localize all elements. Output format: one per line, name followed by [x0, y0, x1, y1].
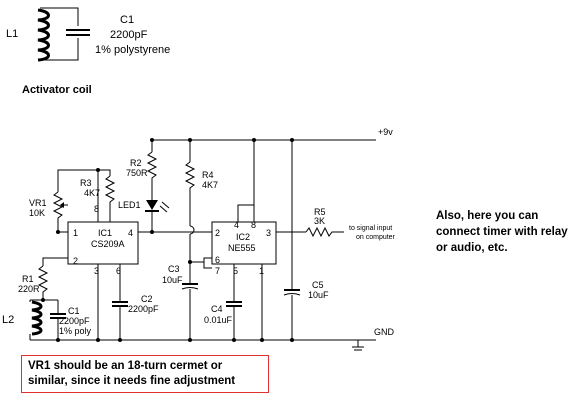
r2-resistor — [146, 151, 158, 200]
ic2-pin-4: 4 — [234, 220, 239, 230]
ic2-pin-7: 7 — [215, 266, 220, 276]
led1-name: LED1 — [118, 200, 141, 210]
ic2-body — [211, 221, 277, 265]
c1-name: C1 — [68, 306, 80, 316]
c4-value: 0.01uF — [204, 315, 233, 325]
ic1-pin-1: 1 — [73, 228, 78, 238]
l1-coil — [37, 8, 50, 62]
vr1-resistor — [52, 191, 68, 233]
r4-value: 4K7 — [202, 180, 218, 190]
ic1-part: CS209A — [91, 239, 125, 249]
ic2-part: NE555 — [228, 243, 256, 253]
vr1-note-text: VR1 should be an 18-turn cermet or simil… — [28, 360, 236, 387]
c1-type: 1% poly — [59, 326, 92, 336]
r4-name: R4 — [202, 170, 214, 180]
ic1-pin-8: 8 — [94, 204, 99, 214]
ground-symbol — [352, 340, 364, 351]
ic1-pin-6: 6 — [116, 266, 121, 276]
ic1-pin-4: 4 — [128, 228, 133, 238]
output-line1: to signal input — [349, 225, 392, 232]
c3-name: C3 — [168, 264, 180, 274]
l2-name: L2 — [2, 314, 14, 326]
ic2-pin-2: 2 — [215, 228, 220, 238]
output-line2: on computer — [356, 234, 396, 241]
r3-resistor — [104, 175, 116, 222]
ic1-body — [67, 221, 139, 265]
l2-coil — [31, 300, 43, 336]
vr1-note-box: VR1 should be an 18-turn cermet or simil… — [21, 355, 269, 393]
ic2-name: IC2 — [236, 232, 250, 242]
r3-name: R3 — [80, 178, 92, 188]
ic2-pin-3: 3 — [266, 228, 271, 238]
gnd-label: GND — [374, 327, 395, 337]
r2-value: 750R — [126, 168, 148, 178]
c1-value: 2200pF — [59, 316, 90, 326]
r1-value: 220R — [18, 284, 40, 294]
activator-c1-type: 1% polystyrene — [95, 44, 170, 56]
c2-value: 2200pF — [128, 304, 159, 314]
led1-diode — [145, 200, 170, 232]
ic1-name: IC1 — [98, 228, 112, 238]
c2-name: C2 — [141, 294, 153, 304]
r5-name: R5 — [314, 207, 326, 217]
ic2-pin-6: 6 — [215, 255, 220, 265]
c4-name: C4 — [211, 304, 223, 314]
r4-resistor — [184, 161, 196, 226]
activator-caption: Activator coil — [22, 84, 92, 96]
c3-value: 10uF — [162, 275, 183, 285]
ic2-pin-5: 5 — [233, 266, 238, 276]
r1-resistor — [37, 265, 49, 300]
activator-c1-name: C1 — [120, 14, 134, 26]
r5-value: 3K — [314, 216, 325, 226]
activator-coil-circuit — [37, 7, 90, 62]
c5-name: C5 — [312, 280, 324, 290]
c5-value: 10uF — [308, 290, 329, 300]
ic1-pin-3: 3 — [94, 266, 99, 276]
l1-label: L1 — [6, 28, 18, 40]
timer-note: Also, here you can connect timer with re… — [436, 210, 568, 254]
ic1-pin-2: 2 — [73, 256, 78, 266]
r3-value: 4K7 — [84, 188, 100, 198]
vcc-label: +9v — [378, 127, 393, 137]
r1-name: R1 — [22, 274, 34, 284]
ic2-pin-8: 8 — [251, 220, 256, 230]
activator-c1-value: 2200pF — [110, 29, 148, 41]
r5-resistor — [305, 226, 344, 238]
vr1-value: 10K — [29, 208, 45, 218]
r2-name: R2 — [130, 158, 142, 168]
junction-dots — [41, 138, 294, 342]
vr1-name: VR1 — [29, 198, 47, 208]
